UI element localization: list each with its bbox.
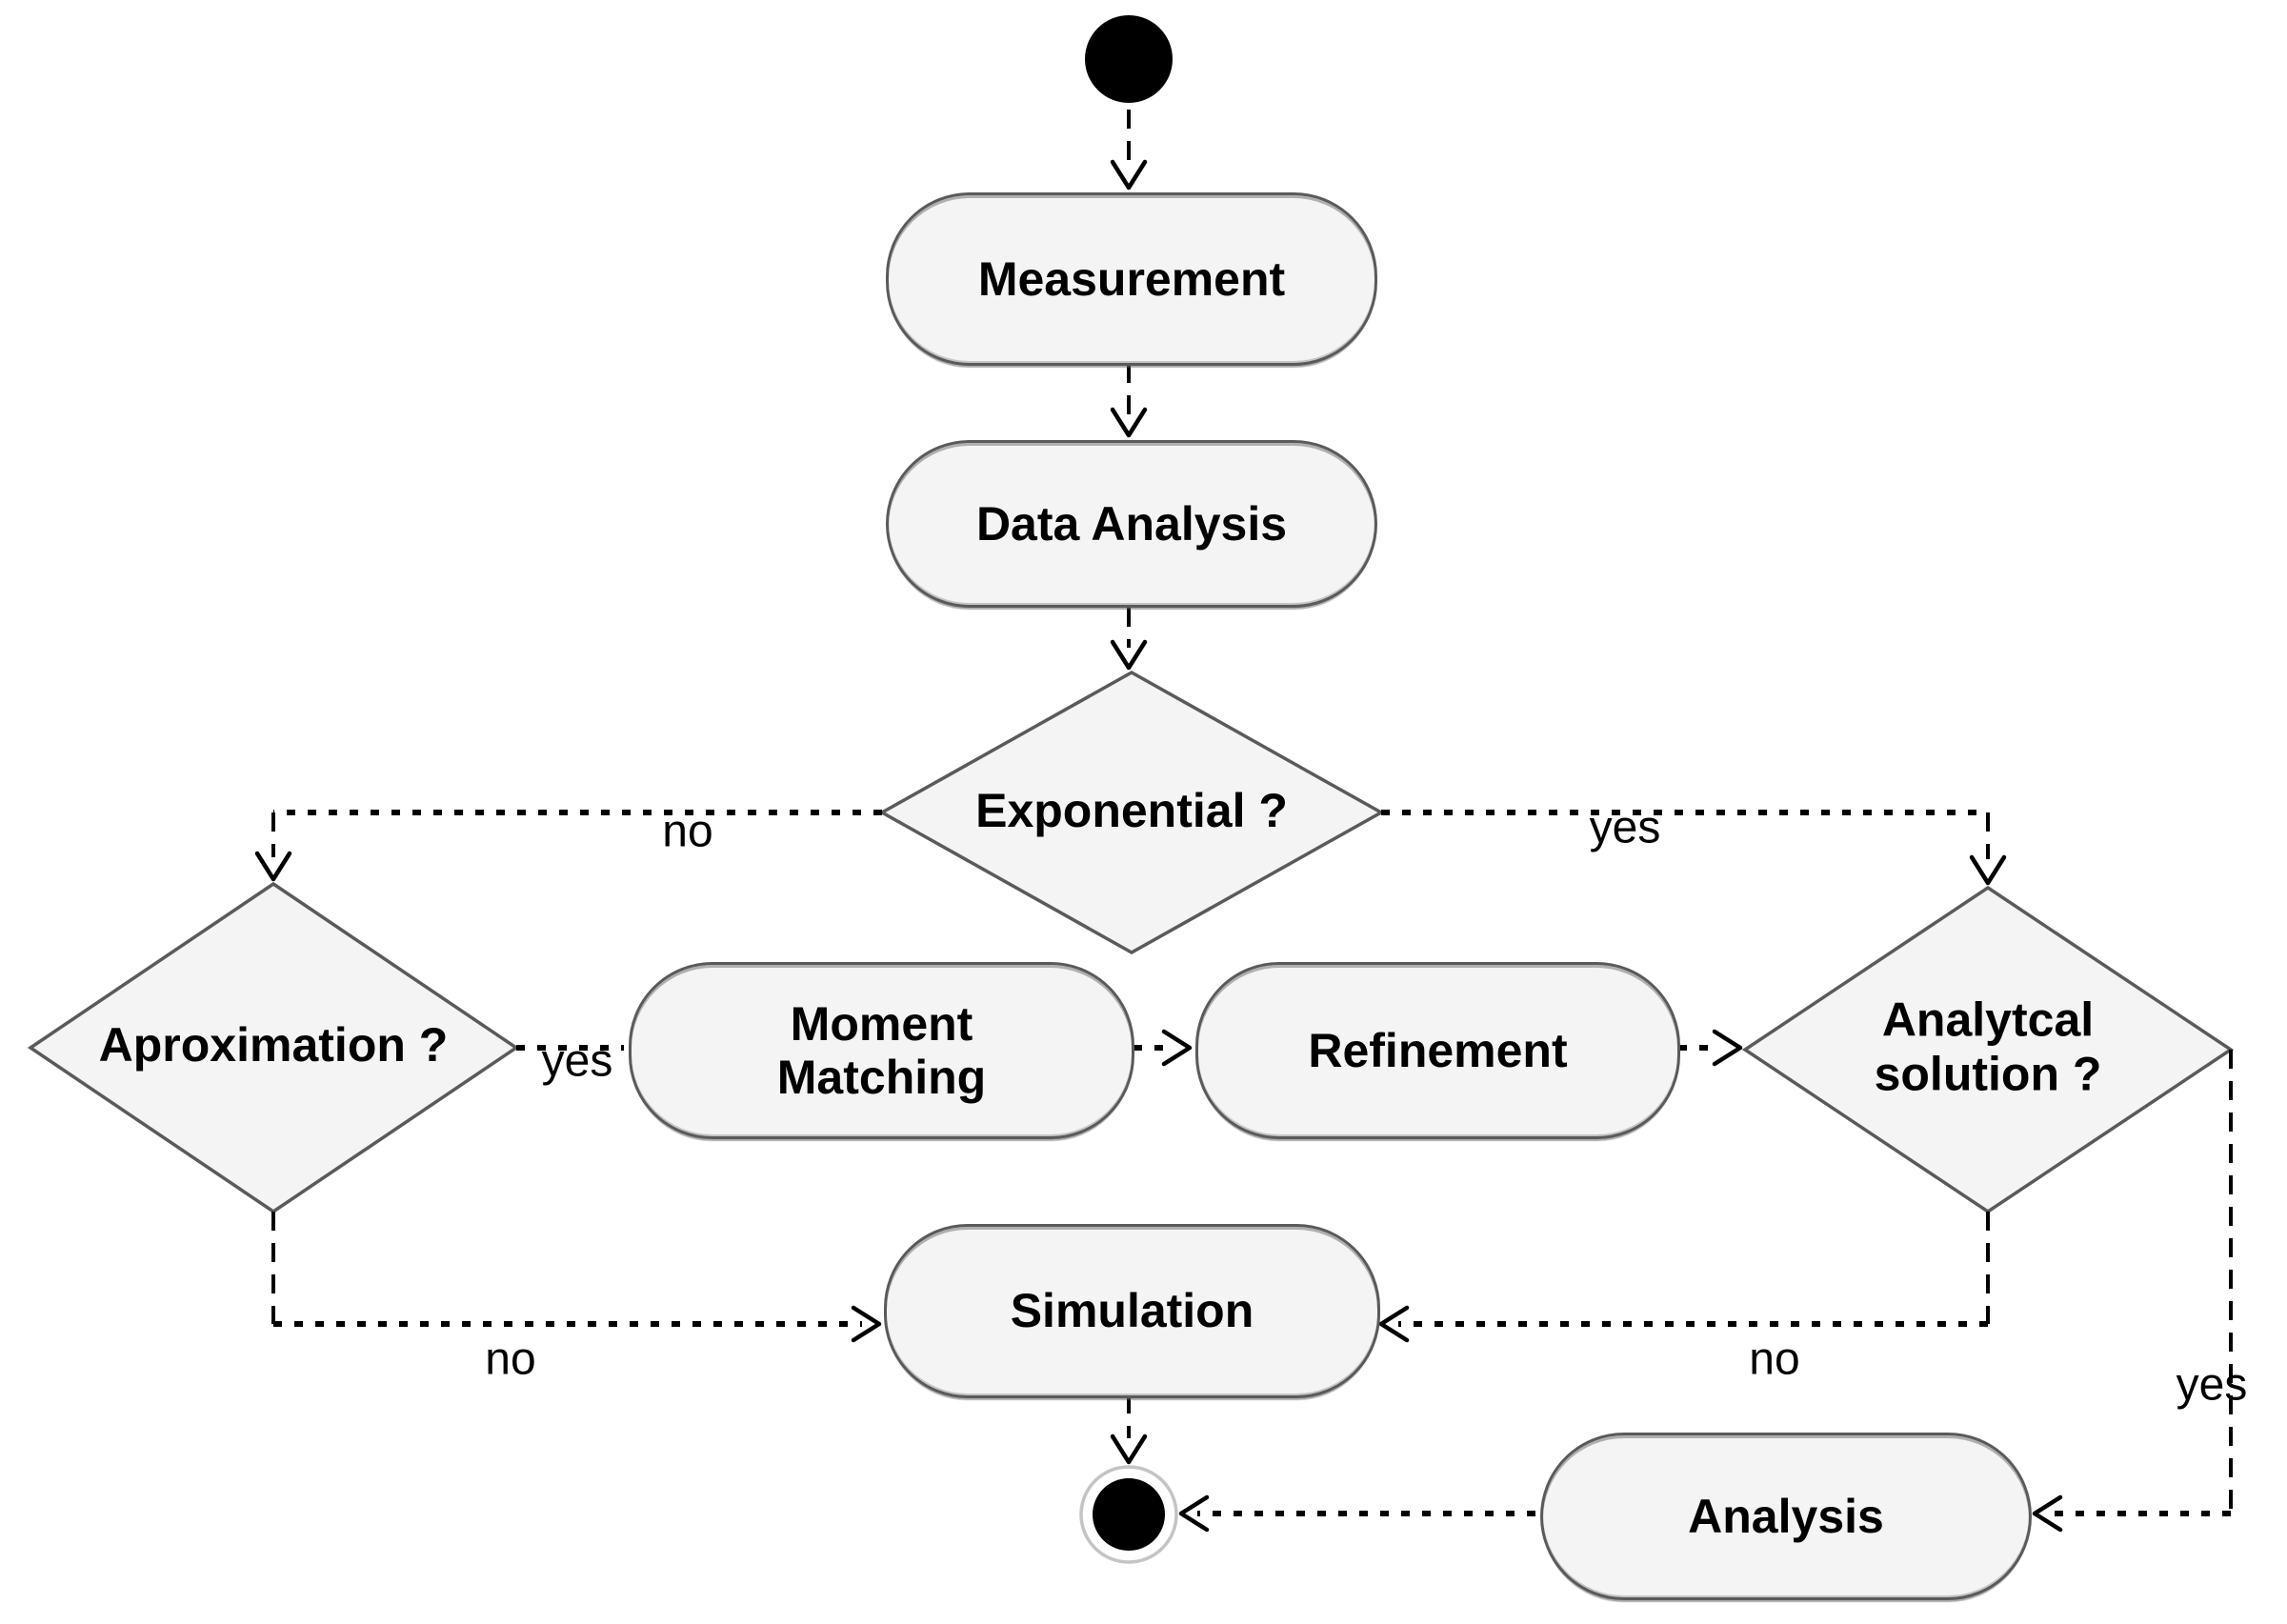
- activity-node-refinement-label: Refinement: [1308, 1023, 1568, 1077]
- edge-label-aproximation-yes: yes: [541, 1035, 613, 1087]
- activity-node-data-analysis-label: Data Analysis: [975, 496, 1288, 551]
- arrowhead-down-aproximation: [254, 851, 292, 882]
- activity-node-measurement-label: Measurement: [977, 251, 1286, 306]
- arrowhead-left-final: [1178, 1494, 1210, 1533]
- arrowhead-right-simulation: [851, 1305, 882, 1343]
- activity-node-refinement: Refinement: [1195, 962, 1680, 1139]
- decision-label-aproximation: Aproximation ?: [98, 1017, 449, 1072]
- activity-node-analysis: Analysis: [1540, 1433, 2032, 1600]
- arrowhead-down-analytical: [1969, 854, 2007, 886]
- activity-node-data-analysis: Data Analysis: [886, 440, 1377, 608]
- activity-node-simulation: Simulation: [884, 1224, 1380, 1398]
- arrowhead-down-measurement: [1110, 159, 1148, 190]
- final-node: [1093, 1478, 1165, 1551]
- decision-label-exponential: Exponential ?: [975, 783, 1288, 837]
- edge-label-analytical-no: no: [1749, 1333, 1800, 1385]
- activity-node-moment-matching-label: Moment Matching: [776, 996, 987, 1105]
- activity-node-analysis-label: Analysis: [1688, 1489, 1884, 1543]
- arrowhead-down-final: [1110, 1434, 1148, 1465]
- activity-node-simulation-label: Simulation: [1010, 1284, 1254, 1338]
- initial-node: [1085, 15, 1173, 103]
- edge-label-aproximation-no: no: [485, 1333, 536, 1385]
- activity-node-moment-matching: Moment Matching: [629, 962, 1134, 1139]
- arrowhead-left-analysis: [2032, 1494, 2063, 1533]
- edge-label-analytical-yes: yes: [2176, 1359, 2248, 1411]
- activity-node-measurement: Measurement: [886, 192, 1377, 366]
- arrowhead-right-refinement: [1161, 1029, 1193, 1067]
- arrowhead-down-data-analysis: [1110, 407, 1148, 438]
- edge-label-exponential-no: no: [662, 806, 713, 857]
- decision-label-analytical-solution: Analytcal solution ?: [1874, 992, 2102, 1101]
- arrowhead-left-simulation: [1378, 1305, 1410, 1343]
- edge-label-exponential-yes: yes: [1589, 802, 1661, 853]
- arrowhead-down-exponential: [1110, 639, 1148, 671]
- decision-exponential: [878, 670, 1385, 955]
- arrowhead-right-analytical: [1712, 1029, 1743, 1067]
